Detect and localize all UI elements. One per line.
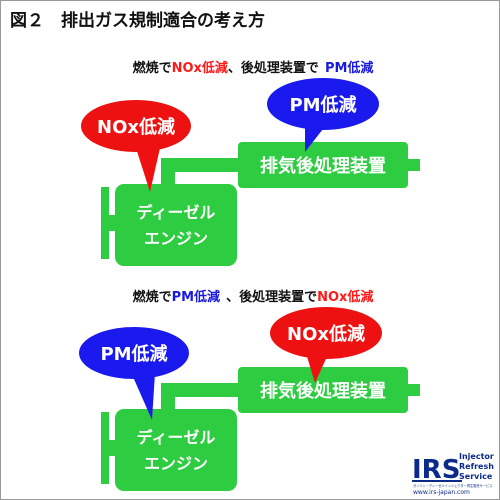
aftertreatment-2-label: 排気後処理装置 xyxy=(260,380,386,402)
engine-2-neck xyxy=(108,440,116,456)
aftertreatment-1-label: 排気後処理装置 xyxy=(260,155,386,177)
logo-word-injector: Injector xyxy=(459,452,494,461)
engine-1-neck xyxy=(108,215,116,231)
bubble-1-after-body xyxy=(267,78,379,130)
engine-2-flange xyxy=(101,412,109,484)
engine-2-body xyxy=(115,409,237,491)
bubble-2-engine-tail xyxy=(130,370,155,420)
aftertreatment-2: 排気後処理装置 xyxy=(238,367,408,413)
bubble-2-engine-body xyxy=(79,327,189,379)
engine-1: ディーゼル エンジン xyxy=(101,184,237,266)
bubble-2-engine-label: PM低減 xyxy=(100,343,167,365)
exhaust-pipe-2 xyxy=(161,383,248,413)
aftertreatment-1: 排気後処理装置 xyxy=(238,142,408,188)
bubble-1-engine-label: NOx低減 xyxy=(97,116,175,138)
aftertreatment-2-body xyxy=(238,367,408,413)
logo-word-service: Service xyxy=(459,472,493,481)
logo-word-refresh: Refresh xyxy=(459,462,494,471)
logo-underline xyxy=(412,480,462,482)
bubble-2-after: NOx低減 xyxy=(270,307,382,383)
exhaust-pipe-1 xyxy=(161,158,248,188)
bubble-1-after: PM低減 xyxy=(267,78,379,152)
logo-url: www.irs-japan.com xyxy=(413,489,470,496)
bubble-1-engine: NOx低減 xyxy=(81,100,191,192)
tailpipe-2 xyxy=(406,384,420,396)
bubble-1-engine-tail xyxy=(135,145,160,192)
engine-1-label-line1: ディーゼル xyxy=(137,203,216,222)
engine-2-label-line2: エンジン xyxy=(144,454,208,473)
logo-tagline: ガソリン・ディーゼルインジェクター再生販売サービス xyxy=(413,483,492,488)
scenario-2-caption: 燃焼でPM低減、後処理装置でNOx低減 xyxy=(133,289,374,305)
irs-logo: IRS Injector Refresh Service ガソリン・ディーゼルイ… xyxy=(412,452,494,496)
scenario-2: 燃焼でPM低減、後処理装置でNOx低減 ディーゼル エンジン 排気後処理装置 P… xyxy=(79,289,420,491)
engine-1-label-line2: エンジン xyxy=(144,229,208,248)
bubble-1-engine-body xyxy=(81,100,191,152)
tailpipe-1 xyxy=(406,159,420,171)
bubble-2-after-label: NOx低減 xyxy=(287,323,365,345)
engine-2: ディーゼル エンジン xyxy=(101,409,237,491)
bubble-2-after-body xyxy=(270,307,382,359)
aftertreatment-1-body xyxy=(238,142,408,188)
bubble-2-engine: PM低減 xyxy=(79,327,189,420)
engine-1-flange xyxy=(101,187,109,259)
page-title: 図２ 排出ガス規制適合の考え方 xyxy=(10,10,265,31)
engine-2-label-line1: ディーゼル xyxy=(137,428,216,447)
bubble-1-after-label: PM低減 xyxy=(289,94,356,116)
engine-1-body xyxy=(115,184,237,266)
